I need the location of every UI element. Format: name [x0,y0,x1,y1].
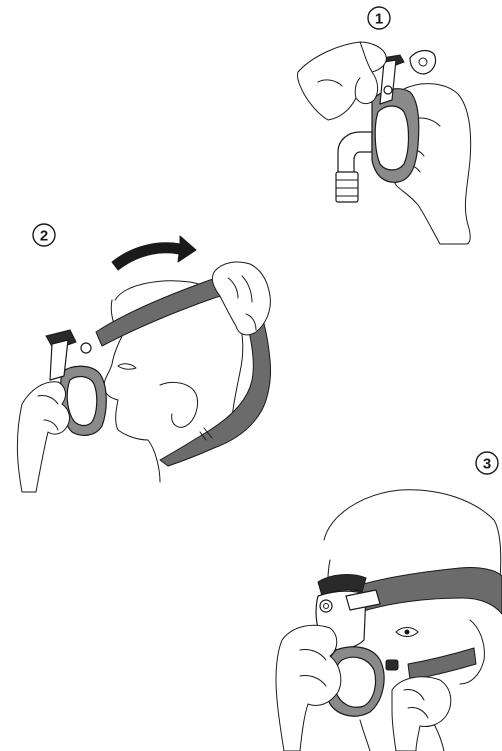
step-3-illustration: 3 [276,452,502,751]
step-3-number: 3 [483,456,491,473]
step-2-direction-arrow [112,236,196,270]
step-3-badge: 3 [476,452,498,474]
step-2-holding-hand [17,382,69,492]
step-1-badge: 1 [368,7,390,29]
step-1-number: 1 [375,11,383,28]
step-3-left-hand [276,625,341,751]
step-2-top-hand [212,262,270,335]
step-2-number: 2 [40,228,48,245]
step-1-elbow-connector [336,132,372,202]
step-3-right-hand [392,677,451,751]
step-2-illustration: 2 [17,224,270,492]
step-1-illustration: 1 [297,7,470,244]
step-2-badge: 2 [33,224,55,246]
